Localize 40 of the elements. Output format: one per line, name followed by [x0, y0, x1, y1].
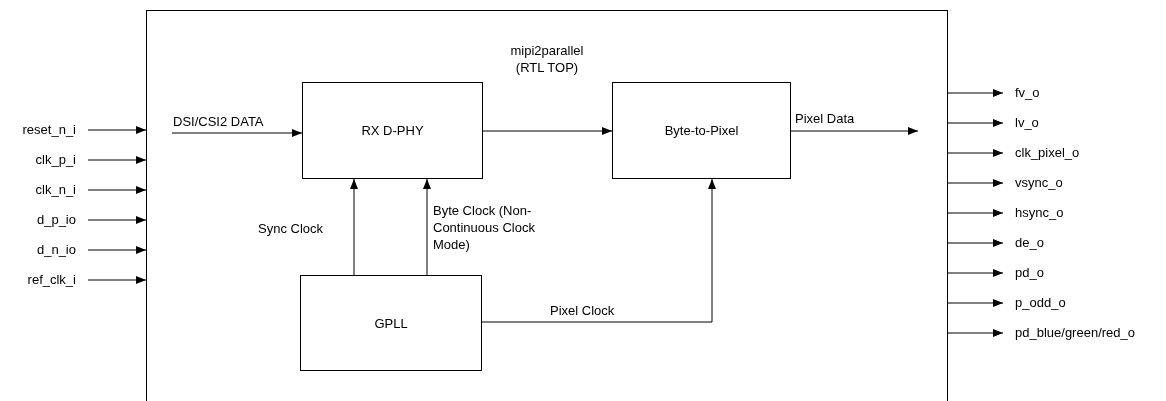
arrow — [947, 179, 1004, 187]
signal-name: clk_p_i — [35, 152, 88, 168]
signal-name: vsync_o — [1003, 175, 1063, 191]
arrow — [947, 209, 1004, 217]
signal-name: fv_o — [1003, 85, 1040, 101]
signal-name: p_odd_o — [1003, 295, 1066, 311]
signal-name: pd_o — [1003, 265, 1044, 281]
process-box: Byte-to-Pixel — [612, 82, 791, 179]
arrow — [87, 186, 147, 194]
arrow — [87, 246, 147, 254]
arrow — [87, 276, 147, 284]
signal-name: d_p_io — [36, 212, 88, 228]
arrow — [947, 239, 1004, 247]
signal-name: de_o — [1003, 235, 1044, 251]
arrow — [947, 329, 1004, 337]
signal-name: ref_clk_i — [27, 272, 88, 288]
arrow — [481, 178, 716, 323]
process-box: GPLL — [300, 275, 482, 371]
process-box: RX D-PHY — [302, 82, 483, 179]
arrow — [350, 178, 358, 276]
arrow — [87, 156, 147, 164]
arrow — [171, 129, 303, 137]
arrow — [947, 149, 1004, 157]
arrow — [947, 119, 1004, 127]
arrow — [947, 299, 1004, 307]
signal-name: hsync_o — [1003, 205, 1064, 221]
arrow — [947, 269, 1004, 277]
module-title: mipi2parallel (RTL TOP) — [509, 42, 585, 76]
signal-name: d_n_io — [36, 242, 88, 258]
arrow — [87, 216, 147, 224]
arrow — [423, 178, 431, 276]
arrow — [947, 89, 1004, 97]
signal-name: reset_n_i — [22, 122, 88, 138]
signal-name: clk_n_i — [35, 182, 88, 198]
arrow — [790, 127, 919, 135]
arrow — [87, 126, 147, 134]
signal-name: clk_pixel_o — [1003, 145, 1080, 161]
signal-name: pd_blue/green/red_o — [1003, 325, 1135, 341]
signal-name: lv_o — [1003, 115, 1039, 131]
arrow — [482, 127, 613, 135]
